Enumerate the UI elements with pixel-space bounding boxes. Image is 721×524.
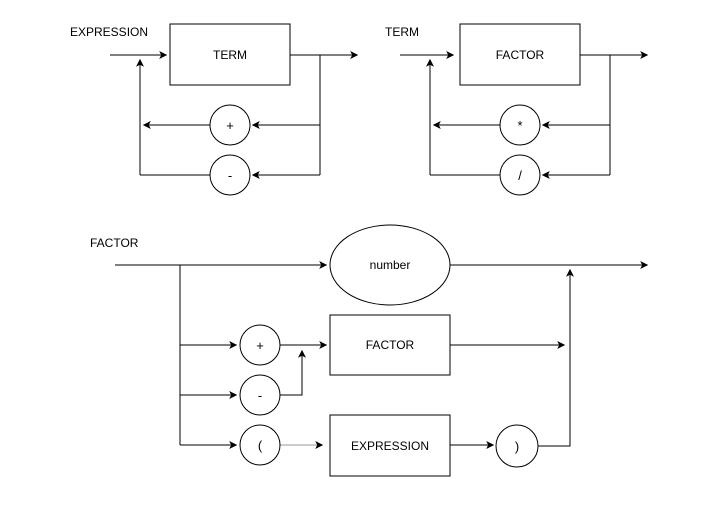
node-shapes [169,23,581,477]
minus-circle [209,154,251,196]
expression-diagram-connectors [110,51,359,179]
term-diagram-connectors [400,51,649,179]
expression-diagram-title: EXPRESSION [70,25,149,39]
factor-box-bottom [329,314,451,376]
expression-box [329,414,451,477]
star-circle [499,104,541,146]
connector-minus-join-arrow [280,349,306,396]
term-diagram-title: TERM [385,25,419,39]
plus-circle [209,104,251,146]
rparen-circle [495,424,539,468]
plus-circle-bottom [239,324,281,366]
factor-diagram-connectors [115,261,649,449]
lparen-circle [239,424,281,466]
term-box [169,23,291,86]
connector [537,445,571,447]
factor-diagram-title: FACTOR [90,236,139,250]
slash-circle [499,154,541,196]
factor-box [459,23,581,86]
minus-circle-bottom [239,374,281,416]
number-ellipse [329,224,451,306]
